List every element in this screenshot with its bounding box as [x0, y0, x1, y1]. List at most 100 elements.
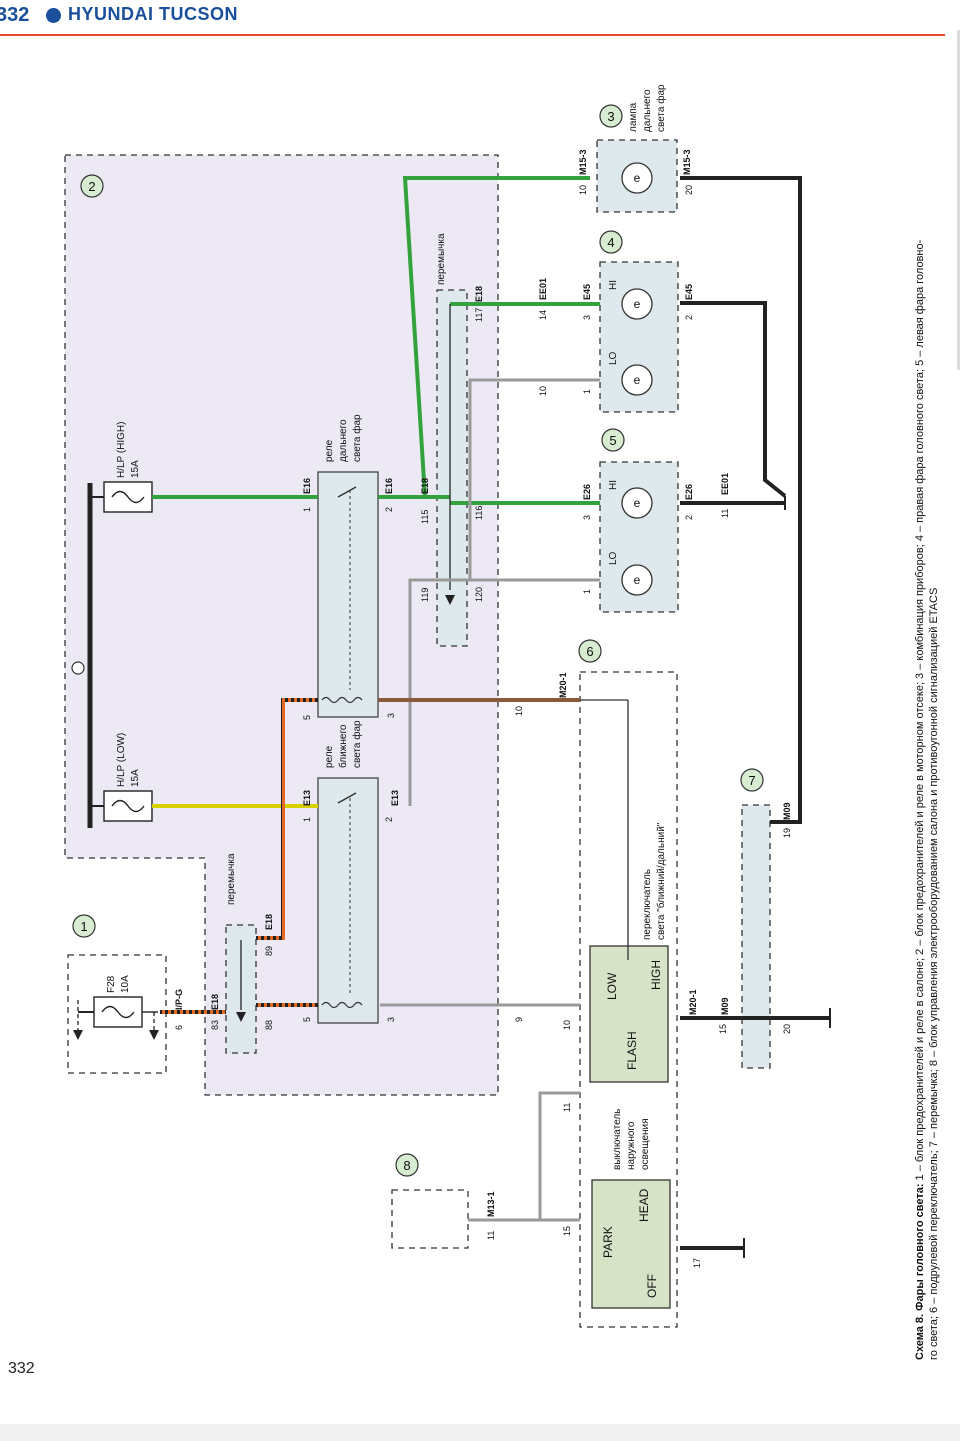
cluster-lamp-icon: e: [621, 162, 653, 194]
cluster-l2: дальнего: [642, 89, 653, 132]
svg-text:5: 5: [302, 1017, 312, 1022]
header-rule: [0, 34, 945, 36]
svg-text:89: 89: [264, 946, 274, 956]
svg-text:2: 2: [384, 817, 394, 822]
svg-text:1: 1: [582, 589, 592, 594]
svg-text:83: 83: [210, 1020, 220, 1030]
svg-text:E13: E13: [302, 790, 312, 806]
svg-text:1: 1: [302, 507, 312, 512]
fuse-f28-amp: 10A: [120, 975, 131, 993]
svg-text:2: 2: [684, 515, 694, 520]
left-hi-lamp-icon: e: [621, 487, 653, 519]
svg-text:e: e: [634, 573, 641, 587]
svg-text:3: 3: [607, 109, 614, 124]
svg-text:88: 88: [264, 1020, 274, 1030]
lighting-l3: освещения: [640, 1118, 651, 1170]
svg-text:2: 2: [684, 315, 694, 320]
svg-text:E16: E16: [302, 478, 312, 494]
jumper-e18-right: [436, 289, 468, 647]
svg-text:M09: M09: [720, 997, 730, 1015]
svg-text:11: 11: [720, 509, 730, 518]
svg-text:E18: E18: [474, 286, 484, 302]
low-beam-relay: [317, 777, 379, 1024]
svg-text:EE01: EE01: [720, 473, 730, 495]
badge-2: 2: [80, 174, 104, 198]
svg-text:10: 10: [578, 185, 588, 195]
figure-caption: Схема 8. Фары головного света: 1 – блок …: [914, 239, 940, 1360]
svg-text:5: 5: [609, 433, 616, 448]
svg-text:115: 115: [420, 510, 430, 524]
bottom-bar: [0, 1424, 960, 1441]
fuse-low-amp: 15A: [130, 769, 141, 787]
fuse-high-name: H/LP (HIGH): [116, 422, 127, 479]
svg-text:EE01: EE01: [538, 278, 548, 300]
svg-text:15: 15: [562, 1226, 572, 1236]
jumper-label-left: перемычка: [226, 853, 237, 905]
svg-text:11: 11: [486, 1231, 496, 1240]
svg-text:M20-1: M20-1: [558, 672, 568, 698]
svg-text:E18: E18: [210, 994, 220, 1010]
svg-text:10: 10: [562, 1020, 572, 1030]
lighting-off: OFF: [645, 1274, 659, 1298]
fuse-high: [90, 481, 153, 513]
relay-high-l2: дальнего: [338, 419, 349, 462]
svg-text:17: 17: [692, 1258, 702, 1268]
svg-text:2: 2: [384, 507, 394, 512]
svg-text:I/P-G: I/P-G: [174, 989, 184, 1010]
relay-high-l1: реле: [324, 439, 335, 462]
lighting-switch: [591, 1179, 671, 1309]
engine-block-panel: [64, 154, 499, 1096]
relay-low-l2: ближнего: [337, 724, 349, 768]
badge-3: 3: [599, 104, 623, 128]
svg-text:8: 8: [403, 1158, 410, 1173]
brand-dot-icon: [46, 8, 61, 23]
svg-text:LO: LO: [608, 551, 619, 565]
svg-text:E16: E16: [384, 478, 394, 494]
relay-low-l3: света фар: [351, 720, 363, 768]
svg-text:10: 10: [538, 386, 548, 396]
svg-text:E45: E45: [582, 284, 592, 300]
svg-text:1: 1: [302, 817, 312, 822]
svg-text:го света; 6 – подрулевой перек: го света; 6 – подрулевой переключатель; …: [928, 588, 940, 1360]
svg-text:120: 120: [474, 587, 484, 602]
svg-text:119: 119: [420, 588, 430, 602]
badge-1: 1: [72, 914, 96, 938]
svg-text:E26: E26: [582, 484, 592, 500]
svg-text:5: 5: [302, 715, 312, 720]
svg-text:11: 11: [562, 1103, 572, 1112]
fuse-f28: [73, 996, 159, 1040]
svg-text:HI: HI: [608, 280, 619, 290]
svg-text:LO: LO: [608, 351, 619, 365]
svg-text:20: 20: [782, 1024, 792, 1034]
svg-text:E18: E18: [264, 914, 274, 930]
svg-text:7: 7: [748, 773, 755, 788]
page-number: 332: [0, 4, 30, 26]
svg-text:E26: E26: [684, 484, 694, 500]
cluster-l1: лампа: [628, 102, 639, 132]
svg-text:3: 3: [386, 713, 396, 718]
svg-text:19: 19: [782, 828, 792, 838]
badge-4: 4: [599, 230, 623, 254]
svg-text:117: 117: [474, 308, 484, 322]
jumper-7: [741, 804, 771, 1069]
fuse-low-name: H/LP (LOW): [116, 733, 127, 787]
svg-text:M15-3: M15-3: [682, 149, 692, 175]
dimmer-low: LOW: [605, 972, 619, 1000]
svg-text:M09: M09: [782, 802, 792, 820]
etacs-unit: [391, 1189, 469, 1249]
dimmer-high: HIGH: [649, 960, 663, 990]
lighting-park: PARK: [601, 1226, 615, 1258]
svg-text:M20-1: M20-1: [688, 989, 698, 1015]
svg-text:1: 1: [80, 919, 87, 934]
svg-text:6: 6: [586, 644, 593, 659]
svg-text:1: 1: [582, 389, 592, 394]
page-header: 332 HYUNDAI TUCSON: [0, 0, 960, 40]
svg-text:4: 4: [607, 235, 614, 250]
svg-text:20: 20: [684, 185, 694, 195]
svg-text:3: 3: [386, 1017, 396, 1022]
dimmer-l1: переключатель: [642, 869, 653, 940]
svg-text:M15-3: M15-3: [578, 149, 588, 175]
scrollbar[interactable]: [957, 30, 960, 370]
jumper-label-right: перемычка: [436, 233, 447, 285]
svg-text:10: 10: [514, 706, 524, 716]
